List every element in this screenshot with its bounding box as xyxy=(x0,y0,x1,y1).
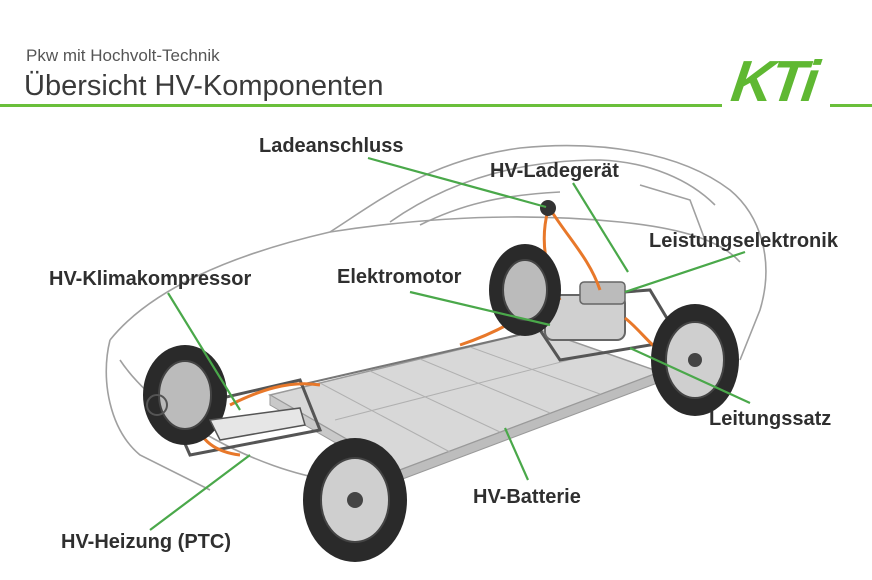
kti-logo-text: KTi xyxy=(727,49,821,114)
leader-ladeanschluss xyxy=(367,156,547,209)
leader-hv-batterie xyxy=(503,427,530,481)
label-leitungssatz: Leitungssatz xyxy=(709,408,832,430)
leader-elektromotor xyxy=(409,290,551,327)
leader-lines xyxy=(149,156,751,531)
car-outline xyxy=(105,144,767,491)
leader-leitungssatz xyxy=(629,347,751,404)
headlight xyxy=(208,407,306,441)
label-leistungselektronik: Leistungselektronik xyxy=(649,230,838,252)
leader-hv-heizung xyxy=(149,454,251,531)
subtitle: Pkw mit Hochvolt-Technik xyxy=(26,46,220,65)
wheel-rear-right xyxy=(651,304,739,416)
leader-hv-klimakompressor xyxy=(167,292,241,411)
brand-emblem xyxy=(146,394,168,416)
kti-logo: KTi xyxy=(728,49,840,114)
title-rule xyxy=(0,104,722,107)
label-hv-ladegeraet: HV-Ladegerät xyxy=(490,160,619,182)
label-hv-heizung: HV-Heizung (PTC) xyxy=(61,531,231,553)
label-hv-klimakompressor: HV-Klimakompressor xyxy=(49,268,252,290)
label-hv-batterie: HV-Batterie xyxy=(473,486,581,508)
page-title: Übersicht HV-Komponenten xyxy=(24,70,384,102)
label-ladeanschluss: Ladeanschluss xyxy=(259,135,404,157)
wheel-front-left xyxy=(303,438,407,562)
hv-vehicle-illustration xyxy=(105,144,767,562)
charge-port-part xyxy=(540,200,556,216)
wheel-rear-left xyxy=(489,244,561,336)
leader-hv-ladegeraet xyxy=(572,182,629,273)
title-rule-tail xyxy=(830,104,872,107)
label-elektromotor: Elektromotor xyxy=(337,266,462,288)
wheel-front-right xyxy=(143,345,227,445)
leader-leistungselektronik xyxy=(624,250,746,294)
